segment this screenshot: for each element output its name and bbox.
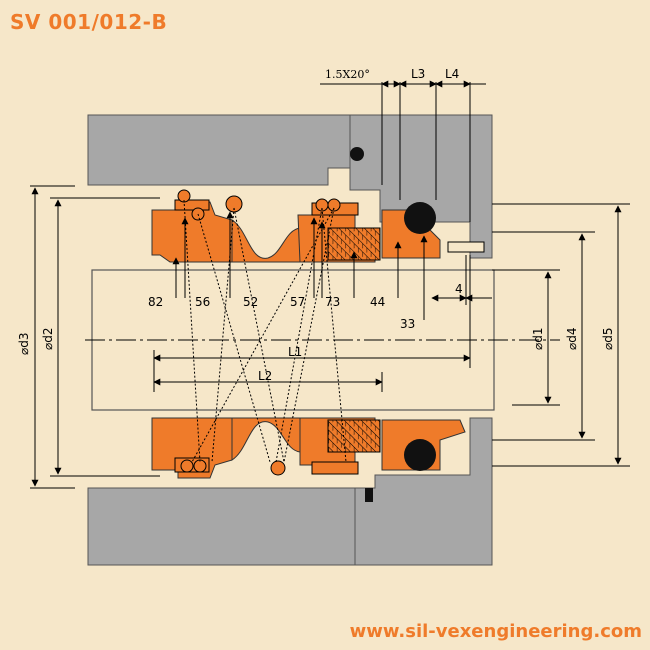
retainer-57-lower [311,461,359,475]
dim-L1-label: L1 [288,345,302,359]
website-link[interactable]: www.sil-vexengineering.com [349,621,642,642]
dim-L4-label: L4 [445,67,459,81]
part-52-label: 52 [243,295,258,309]
dim-d3-label: ⌀d3 [17,333,31,355]
spring-52-upper [225,195,243,213]
spring-ring-56d [193,459,207,473]
part-57-label: 57 [290,295,305,309]
part-44-label: 44 [370,295,385,309]
housing-lower-left [87,487,356,566]
chamfer-label: 1.5X20° [325,68,370,81]
dim-d5-label: ⌀d5 [601,328,615,350]
housing-oring-upper [350,147,364,161]
part-73-label: 73 [325,295,340,309]
part-33-label: 33 [400,317,415,331]
dim-d1-label: ⌀d1 [531,328,545,350]
spring-ring-57c [270,460,286,476]
page-title: SV 001/012-B [10,10,168,34]
anti-rotation-pin [447,241,485,253]
spring-ring-56c [180,459,194,473]
housing-lower-pin [365,488,373,502]
housing-lower-right [354,417,493,566]
spring-ring-57b [327,198,341,212]
collar-82-upper [151,201,233,263]
oring-33-upper [404,202,436,234]
dim-L3-label: L3 [411,67,425,81]
dim-d2-label: ⌀d2 [41,328,55,350]
housing-upper-left [87,114,351,186]
dim-L2-label: L2 [258,369,272,383]
retainer-56-upper [174,199,210,211]
dim-4-label: 4 [455,282,463,296]
part-56-label: 56 [195,295,210,309]
bellows-52-upper [231,219,301,263]
face-73-lower [327,419,381,453]
dim-d4-label: ⌀d4 [565,328,579,350]
oring-33-lower [404,439,436,471]
part-82-label: 82 [148,295,163,309]
bellows-52-lower [231,417,301,461]
spring-guide-lines [183,199,347,463]
